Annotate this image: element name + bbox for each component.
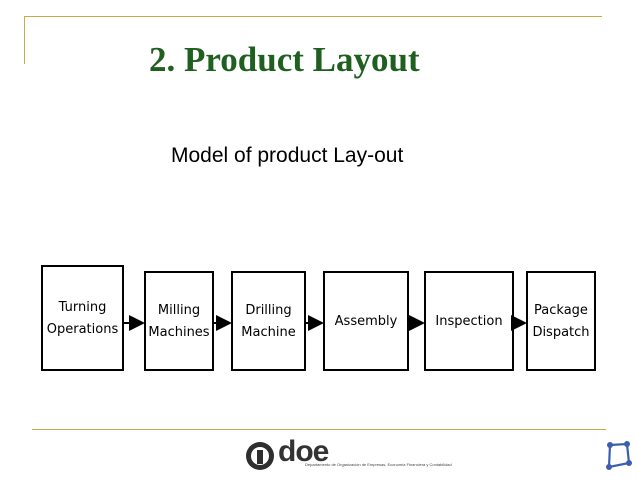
process-step-label: Drilling — [245, 303, 291, 318]
slide-subtitle: Model of product Lay-out — [171, 144, 404, 167]
process-step-box: Assembly — [323, 271, 409, 371]
process-step-label: Machine — [241, 325, 295, 340]
process-step-label: Operations — [47, 322, 119, 337]
slide-title: 2. Product Layout — [149, 40, 420, 79]
process-step-label: Dispatch — [532, 325, 589, 340]
process-step-label: Package — [534, 303, 588, 318]
doe-logo: doe Departamento de Organización de Empr… — [245, 435, 473, 472]
process-step-label: Machines — [148, 325, 209, 340]
process-step-box: Inspection — [424, 271, 514, 371]
process-step-label: Inspection — [435, 314, 502, 329]
network-corner-icon — [606, 441, 632, 470]
process-step-label: Milling — [158, 303, 200, 318]
decorative-top-line — [24, 16, 602, 17]
process-step-label: Turning — [58, 300, 107, 315]
process-step-label: Assembly — [335, 314, 398, 329]
decorative-left-line — [24, 16, 25, 64]
decorative-bottom-line — [32, 429, 606, 430]
logo-emblem-icon — [246, 442, 274, 470]
logo-tagline: Departamento de Organización de Empresas… — [305, 462, 452, 467]
logo-wordmark: doe — [278, 435, 329, 468]
